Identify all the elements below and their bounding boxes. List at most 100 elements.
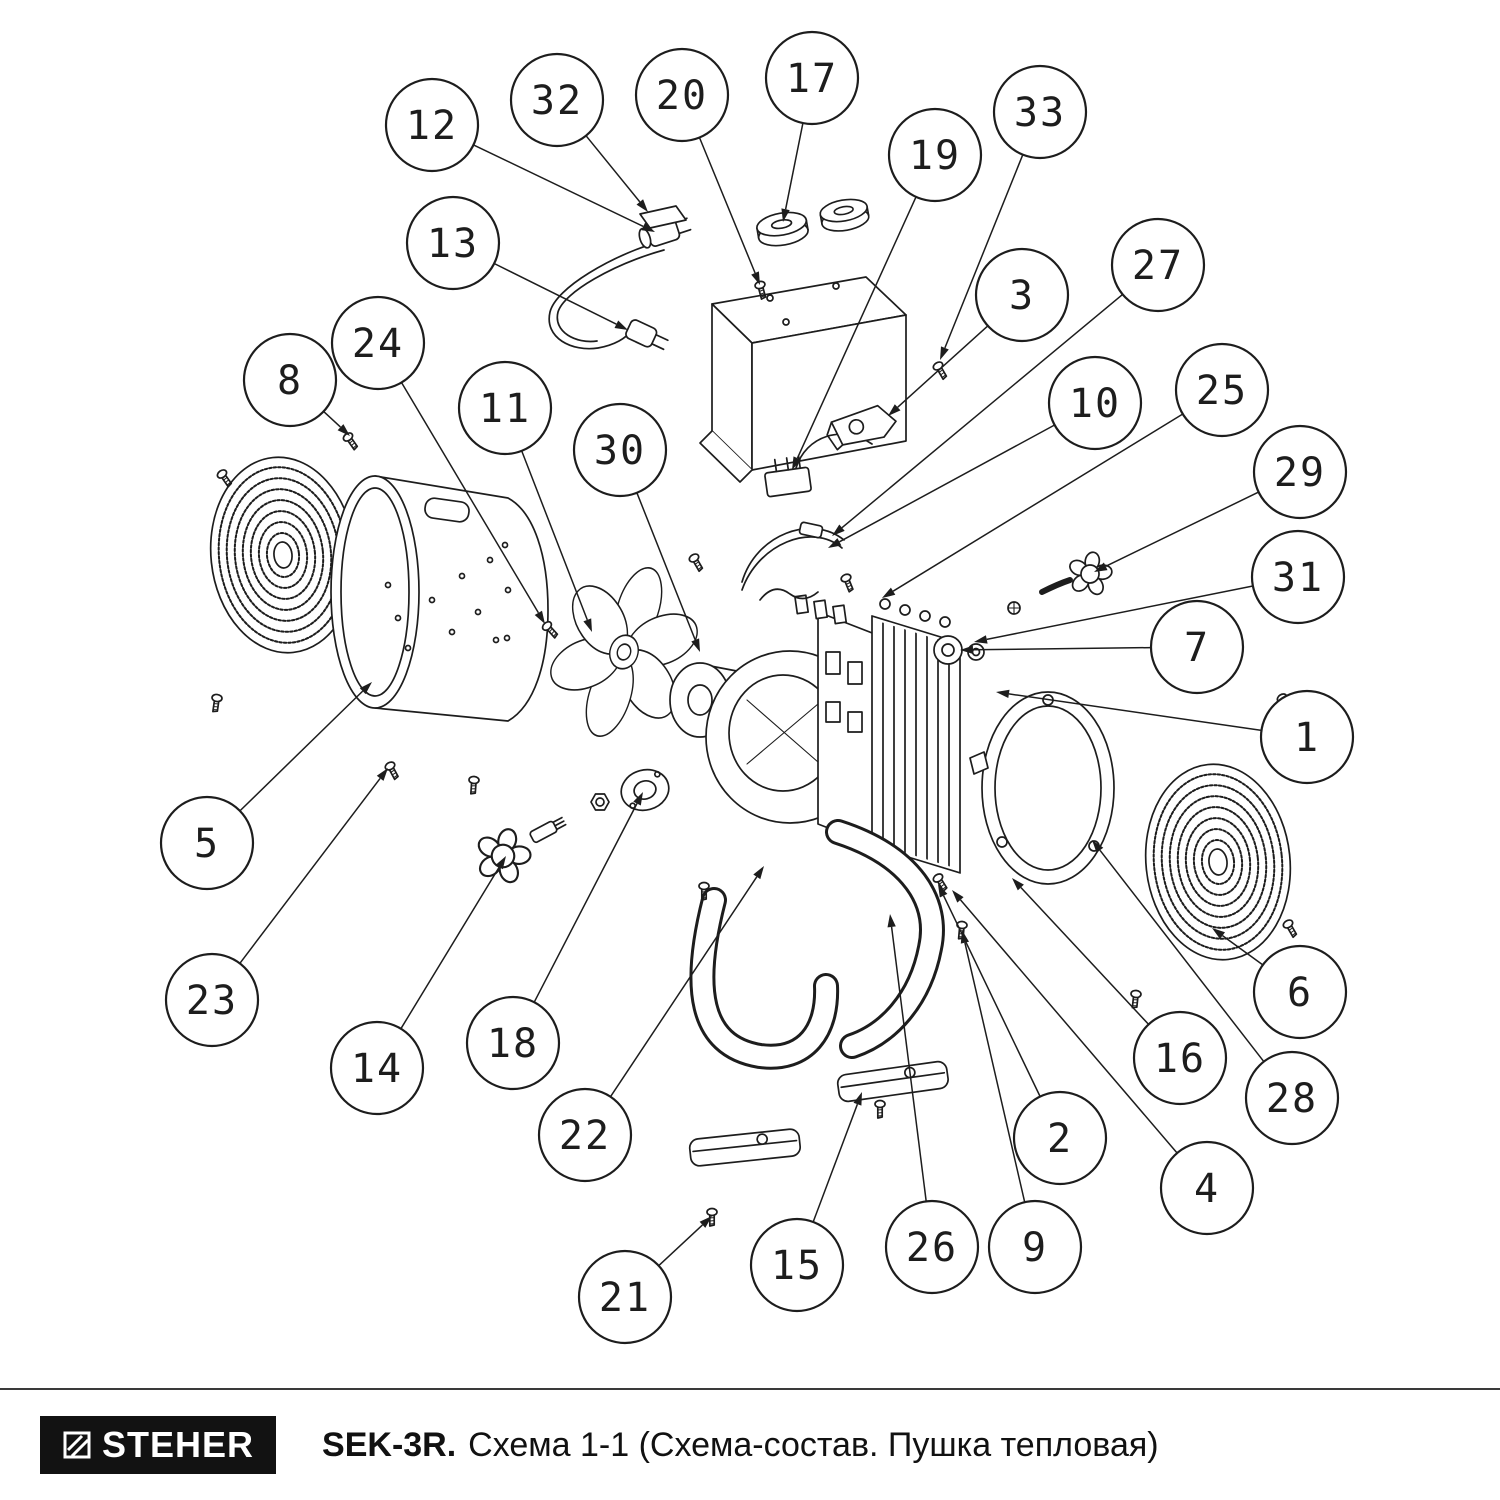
callout-leader — [1008, 693, 1262, 732]
callout-circle — [577, 1249, 673, 1345]
diagram-canvas: 1232201719331332782411301025293171523141… — [159, 30, 1355, 1345]
callout-leader — [323, 410, 342, 428]
callout-circle — [330, 295, 426, 391]
callout-circle — [1252, 424, 1348, 520]
handle-tube — [689, 819, 945, 1070]
callout-number: 33 — [1014, 90, 1066, 136]
callout-circle — [457, 360, 553, 456]
callout-leader — [1105, 491, 1259, 567]
exploded-view-drawing — [200, 198, 1301, 1227]
callout-arrow — [1094, 562, 1108, 572]
callout-number: 23 — [186, 978, 238, 1024]
callout-number: 32 — [531, 78, 583, 124]
callout-number: 28 — [1266, 1076, 1318, 1122]
switch-block — [764, 455, 812, 498]
motor-flange — [620, 768, 670, 812]
callout-arrow — [882, 587, 896, 598]
callout-leader — [964, 942, 1026, 1203]
callout-balloon-27: 27 — [832, 217, 1206, 536]
callout-circle — [164, 952, 260, 1048]
callout-number: 13 — [427, 221, 479, 267]
callout-circle — [572, 402, 668, 498]
callout-leader — [609, 876, 758, 1098]
callout-balloon-3: 3 — [888, 247, 1070, 416]
hex-nut — [590, 793, 610, 811]
callout-arrow — [1012, 878, 1024, 891]
callout-balloon-29: 29 — [1094, 424, 1348, 572]
callout-arrow — [359, 682, 372, 695]
callout-leader — [239, 690, 364, 812]
callout-balloon-23: 23 — [164, 768, 388, 1048]
callout-circle — [1132, 1010, 1228, 1106]
callout-number: 11 — [479, 386, 531, 432]
callout-number: 1 — [1294, 715, 1320, 761]
callout-leader — [585, 135, 641, 203]
callout-arrow — [960, 645, 974, 654]
foot-left — [688, 1128, 802, 1167]
steher-logo-text: STEHER — [102, 1424, 255, 1465]
overheat-sensor — [933, 601, 1021, 665]
callout-balloon-19: 19 — [792, 107, 983, 470]
callout-balloon-18: 18 — [465, 792, 643, 1091]
heating-element — [871, 598, 961, 874]
power-plug — [625, 319, 669, 351]
callout-arrow — [614, 320, 628, 330]
control-plate — [759, 588, 881, 849]
callout-leader — [521, 450, 588, 621]
callout-arrow — [940, 346, 949, 360]
callout-number: 12 — [406, 103, 458, 149]
callout-balloon-16: 16 — [1012, 878, 1228, 1106]
callout-leader — [942, 895, 1041, 1097]
callout-number: 16 — [1154, 1036, 1206, 1082]
callout-arrow — [337, 424, 350, 436]
callout-leader — [493, 262, 617, 325]
callout-leader — [841, 293, 1124, 529]
callout-balloon-21: 21 — [577, 1216, 712, 1345]
callout-number: 3 — [1009, 273, 1035, 319]
callout-leader — [986, 585, 1254, 641]
callout-leader — [636, 492, 696, 641]
callout-arrow — [583, 618, 592, 632]
callout-number: 25 — [1196, 368, 1248, 414]
callout-balloon-12: 12 — [384, 77, 655, 232]
callout-arrow — [691, 638, 700, 652]
callout-circle — [1259, 689, 1355, 785]
callout-arrow — [952, 890, 964, 903]
callout-balloon-8: 8 — [242, 332, 350, 436]
callout-circle — [634, 47, 730, 143]
callout-arrow — [495, 856, 506, 870]
star-knob-right — [1039, 547, 1118, 601]
callout-number: 22 — [559, 1113, 611, 1159]
callout-circle — [749, 1217, 845, 1313]
callout-number: 9 — [1022, 1225, 1048, 1271]
callout-arrow — [887, 914, 896, 928]
callout-number: 19 — [909, 133, 961, 179]
callout-arrow — [781, 208, 790, 222]
callout-number: 21 — [599, 1275, 651, 1321]
callout-arrow — [534, 610, 545, 624]
callout-number: 10 — [1069, 381, 1121, 427]
callout-leader — [959, 899, 1178, 1154]
callout-leader — [944, 154, 1024, 349]
callout-number: 4 — [1194, 1166, 1220, 1212]
callout-arrow — [1212, 928, 1225, 939]
callout-balloon-22: 22 — [537, 866, 764, 1183]
callout-balloon-26: 26 — [884, 914, 980, 1295]
callout-number: 15 — [771, 1243, 823, 1289]
callout-balloon-2: 2 — [938, 884, 1108, 1186]
fan-impeller — [550, 566, 698, 738]
callout-circle — [509, 52, 605, 148]
callout-circle — [1174, 342, 1270, 438]
callout-circle — [1159, 1140, 1255, 1236]
callout-arrow — [753, 866, 764, 880]
callout-arrow — [641, 222, 655, 232]
knob-round-a — [756, 211, 809, 247]
footer: STEHER SEK-3R.Схема 1-1 (Схема-состав. П… — [0, 1388, 1500, 1500]
callout-leader — [1020, 886, 1150, 1025]
callout-arrow — [832, 524, 845, 536]
callout-balloon-11: 11 — [457, 360, 592, 632]
callout-balloon-30: 30 — [572, 402, 700, 652]
callout-arrow — [888, 404, 901, 416]
callout-balloon-14: 14 — [329, 856, 506, 1116]
